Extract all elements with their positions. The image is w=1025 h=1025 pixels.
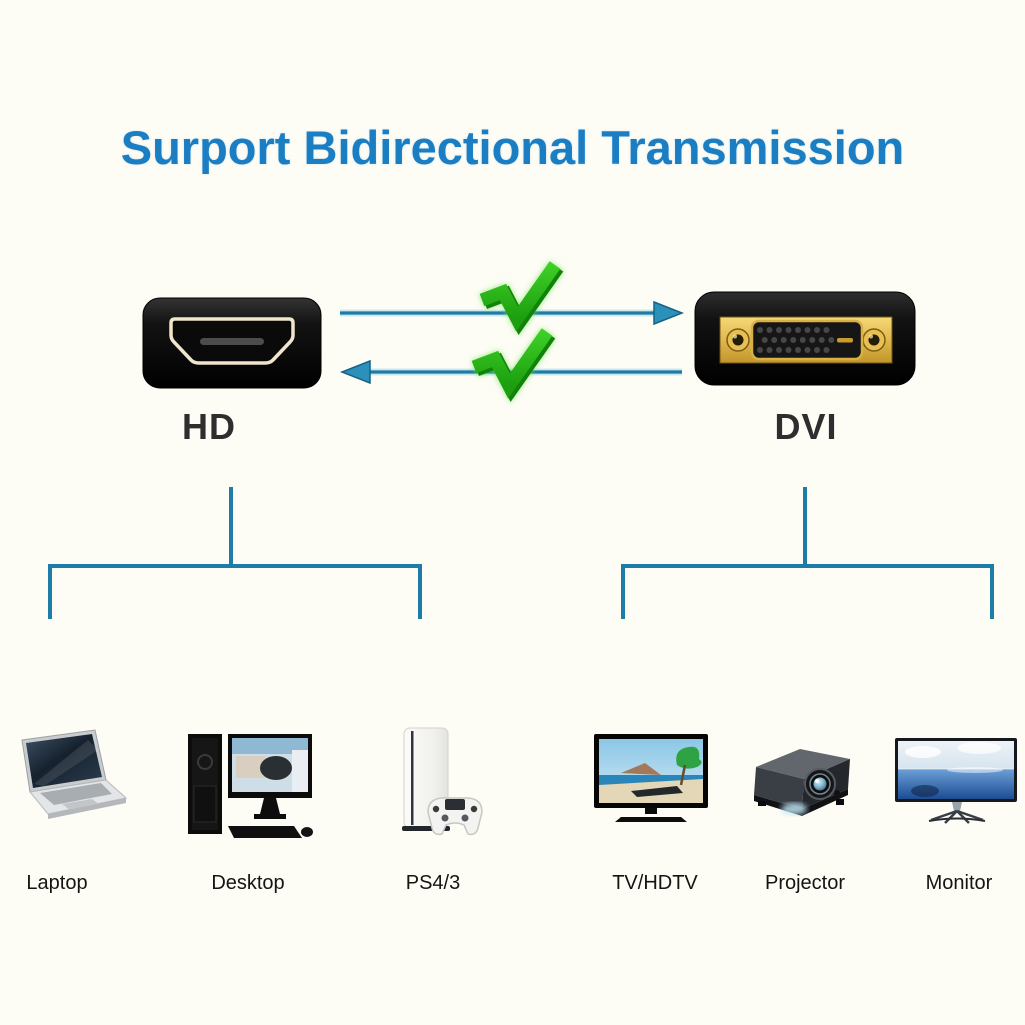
label-laptop: Laptop	[26, 872, 88, 894]
dvi-pin-block	[750, 319, 864, 361]
projector-icon	[754, 749, 850, 816]
desktop-icon	[188, 734, 313, 838]
hdmi-port-opening	[169, 317, 295, 365]
hd-label: HD	[182, 406, 236, 447]
hd-bracket-line	[48, 487, 422, 619]
label-tv: TV/HDTV	[612, 872, 698, 894]
label-projector: Projector	[764, 872, 846, 894]
laptop-icon	[21, 729, 128, 819]
check-icon-bottom	[471, 328, 556, 402]
check-icon-top	[479, 261, 564, 335]
dvi-screw-holes	[726, 328, 886, 352]
label-monitor: Monitor	[925, 872, 993, 894]
ps4-controller	[427, 797, 483, 836]
dvi-connector-icon	[694, 291, 916, 386]
tv-icon	[594, 734, 708, 822]
label-ps4: PS4/3	[405, 872, 461, 894]
ps4-icon	[402, 727, 483, 836]
monitor-icon	[895, 738, 1017, 824]
page-title: Surport Bidirectional Transmission	[120, 121, 905, 174]
dvi-label: DVI	[774, 406, 838, 447]
arrow-hd-to-dvi-icon	[340, 300, 685, 326]
hdmi-connector-icon	[142, 297, 322, 389]
bidirectional-arrows	[339, 261, 685, 402]
label-desktop: Desktop	[211, 872, 285, 894]
dvi-bracket-line	[621, 487, 994, 619]
